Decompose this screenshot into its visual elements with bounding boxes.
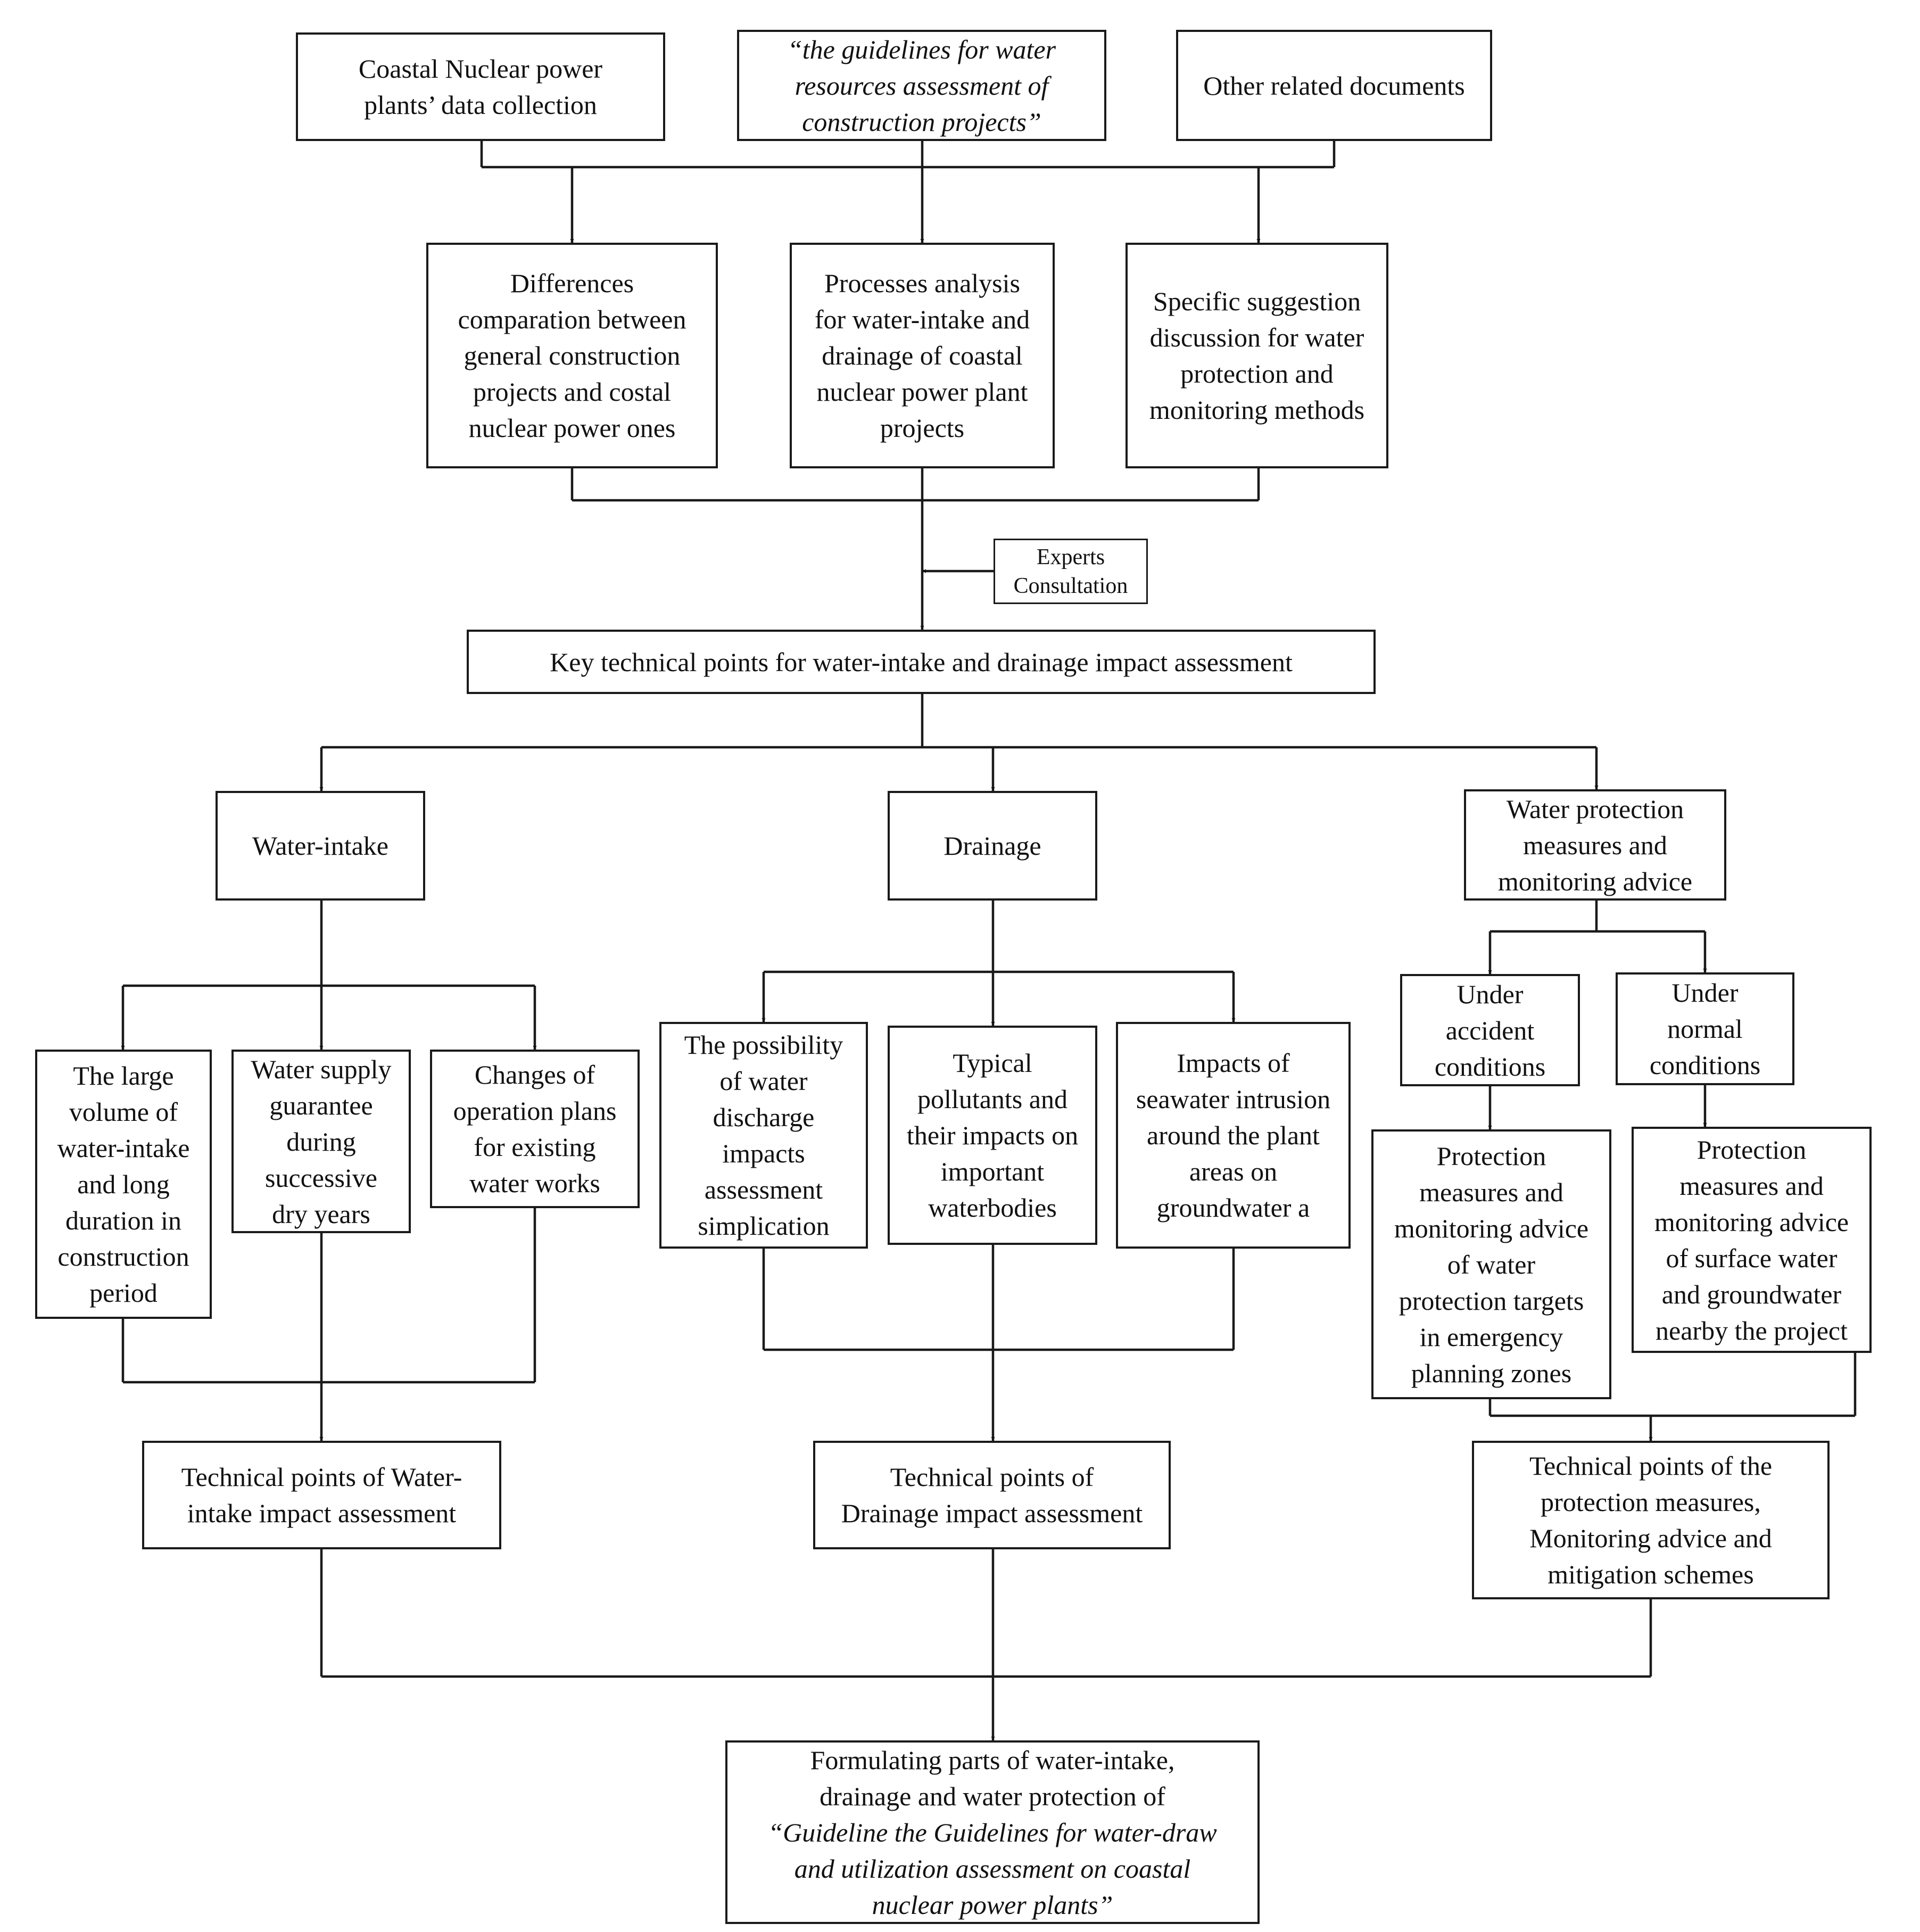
differences-box: Differences comparation between general … (426, 243, 718, 468)
intake-technical-points-label: Technical points of Water- intake impact… (181, 1462, 462, 1528)
protection-technical-points-box: Technical points of the protection measu… (1472, 1441, 1830, 1599)
surface-protection-label: Protection measures and monitoring advic… (1654, 1134, 1849, 1345)
operation-plans-label: Changes of operation plans for existing … (453, 1060, 617, 1198)
suggestion-label: Specific suggestion discussion for water… (1149, 286, 1365, 425)
supply-guarantee-label: Water supply guarantee during successive… (251, 1054, 392, 1229)
suggestion-box: Specific suggestion discussion for water… (1125, 243, 1388, 468)
data-collection-label: Coastal Nuclear power plants’ data colle… (358, 54, 603, 120)
drainage-technical-points-box: Technical points of Drainage impact asse… (813, 1441, 1171, 1549)
large-volume-label: The large volume of water-intake and lon… (57, 1061, 190, 1308)
seawater-intrusion-box: Impacts of seawater intrusion around the… (1116, 1022, 1351, 1249)
protection-technical-points-label: Technical points of the protection measu… (1529, 1451, 1773, 1589)
water-intake-label: Water-intake (252, 831, 388, 861)
surface-protection-box: Protection measures and monitoring advic… (1632, 1127, 1872, 1353)
water-protection-label: Water protection measures and monitoring… (1497, 794, 1693, 896)
other-documents-box: Other related documents (1176, 30, 1492, 141)
seawater-intrusion-label: Impacts of seawater intrusion around the… (1136, 1048, 1331, 1223)
key-points-box: Key technical points for water-intake an… (467, 630, 1376, 694)
final-line-4: and utilization assessment on coastal (794, 1853, 1191, 1884)
other-documents-label: Other related documents (1203, 70, 1465, 101)
intake-technical-points-box: Technical points of Water- intake impact… (142, 1441, 501, 1549)
drainage-technical-points-label: Technical points of Drainage impact asse… (841, 1462, 1143, 1528)
discharge-label: The possibility of water discharge impac… (684, 1030, 843, 1241)
final-line-2: drainage and water protection of (820, 1781, 1165, 1811)
experts-consultation-label: Experts Consultation (1013, 544, 1128, 598)
differences-label: Differences comparation between general … (458, 268, 686, 443)
water-protection-box: Water protection measures and monitoring… (1464, 789, 1726, 901)
operation-plans-box: Changes of operation plans for existing … (430, 1050, 640, 1208)
supply-guarantee-box: Water supply guarantee during successive… (231, 1050, 411, 1233)
key-points-label: Key technical points for water-intake an… (550, 647, 1293, 677)
normal-conditions-label: Under normal conditions (1649, 978, 1761, 1080)
guidelines-box: “the guidelines for water resources asse… (737, 30, 1106, 141)
final-formulating-box: Formulating parts of water-intake, drain… (725, 1740, 1260, 1924)
discharge-box: The possibility of water discharge impac… (659, 1022, 868, 1249)
processes-box: Processes analysis for water-intake and … (790, 243, 1055, 468)
final-line-1: Formulating parts of water-intake, (810, 1745, 1175, 1775)
guidelines-label: “the guidelines for water resources asse… (787, 34, 1056, 137)
water-intake-box: Water-intake (216, 791, 425, 901)
processes-label: Processes analysis for water-intake and … (814, 268, 1030, 443)
pollutants-box: Typical pollutants and their impacts on … (888, 1026, 1097, 1245)
emergency-protection-box: Protection measures and monitoring advic… (1371, 1129, 1611, 1399)
emergency-protection-label: Protection measures and monitoring advic… (1394, 1141, 1589, 1388)
drainage-label: Drainage (944, 831, 1041, 861)
final-line-5: nuclear power plants” (872, 1889, 1113, 1920)
normal-conditions-box: Under normal conditions (1616, 972, 1794, 1085)
drainage-box: Drainage (888, 791, 1097, 901)
experts-consultation-box: Experts Consultation (994, 539, 1148, 604)
data-collection-box: Coastal Nuclear power plants’ data colle… (296, 32, 665, 141)
large-volume-box: The large volume of water-intake and lon… (35, 1050, 212, 1319)
accident-conditions-box: Under accident conditions (1400, 974, 1580, 1086)
final-line-3: “Guideline the Guidelines for water-draw (768, 1817, 1217, 1847)
pollutants-label: Typical pollutants and their impacts on … (906, 1048, 1079, 1223)
accident-conditions-label: Under accident conditions (1434, 979, 1546, 1081)
